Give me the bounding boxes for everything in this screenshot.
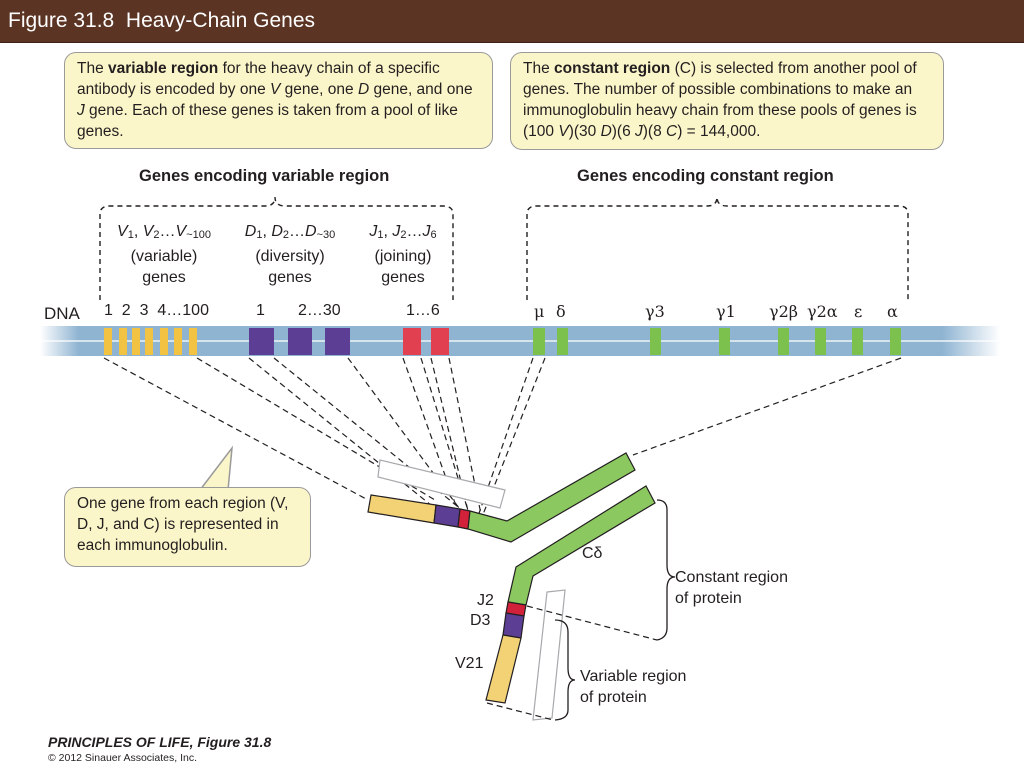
variable-region-callout: The variable region for the heavy chain …	[64, 52, 493, 149]
variable-region-heading: Genes encoding variable region	[139, 167, 390, 185]
one-gene-note-callout: One gene from each region (V, D, J, and …	[64, 487, 311, 567]
j2-label: J2	[477, 592, 494, 609]
j-gene-number-range: 1…6	[406, 302, 440, 319]
d-gene-number-range: 2…30	[298, 302, 341, 319]
dna-strand	[40, 326, 1000, 356]
title-bar: Figure 31.8 Heavy-Chain Genes	[0, 0, 1024, 43]
c-genes	[533, 328, 901, 355]
note-callout-pointer	[198, 445, 233, 491]
variable-region-brace	[554, 619, 576, 721]
c-gene-label-gamma1: γ1	[716, 302, 736, 321]
c-gene-label-gamma2beta: γ2β	[769, 302, 798, 321]
constant-region-bracket	[526, 196, 909, 300]
j-gene-group-label: J1, J2…J6 (joining) genes	[369, 223, 437, 286]
d3-label: D3	[470, 612, 491, 629]
constant-region-protein-label: Constant region of protein	[675, 569, 788, 607]
upper-heavy-chain	[367, 452, 636, 543]
c-gene-label-epsilon: ε	[854, 302, 863, 321]
v-gene-numbers: 1 2 3 4…100	[104, 302, 209, 319]
protein-guide-lines	[486, 605, 658, 721]
lower-heavy-chain	[485, 485, 656, 704]
c-gene-label-delta: δ	[556, 302, 566, 321]
v-gene-group-label: V1, V2…V~100 (variable) genes	[117, 223, 211, 286]
c-gene-label-gamma3: γ3	[645, 302, 665, 321]
c-gene-label-gamma2alpha: γ2α	[807, 302, 838, 321]
figure-title: Figure 31.8 Heavy-Chain Genes	[8, 9, 315, 32]
c-gene-label-mu: μ	[534, 302, 545, 321]
variable-region-bracket	[99, 196, 454, 300]
d-gene-group-label: D1, D2…D~30 (diversity) genes	[244, 223, 336, 286]
d-genes	[249, 328, 350, 355]
v-genes	[104, 328, 197, 355]
constant-region-callout: The constant region (C) is selected from…	[510, 52, 944, 150]
copyright-notice: © 2012 Sinauer Associates, Inc.	[48, 752, 197, 764]
light-chain-outline	[377, 459, 566, 721]
variable-region-protein-label: Variable region of protein	[580, 668, 687, 706]
figure-reference: PRINCIPLES OF LIFE, Figure 31.8	[48, 734, 272, 750]
constant-region-heading: Genes encoding constant region	[577, 167, 834, 185]
c-gene-label-alpha: α	[887, 302, 898, 321]
d-gene-number-first: 1	[256, 302, 265, 319]
j-genes	[403, 328, 449, 355]
dna-label: DNA	[44, 304, 80, 323]
c-delta-label: Cδ	[582, 545, 603, 562]
v21-label: V21	[455, 655, 484, 672]
constant-region-brace	[656, 499, 676, 641]
